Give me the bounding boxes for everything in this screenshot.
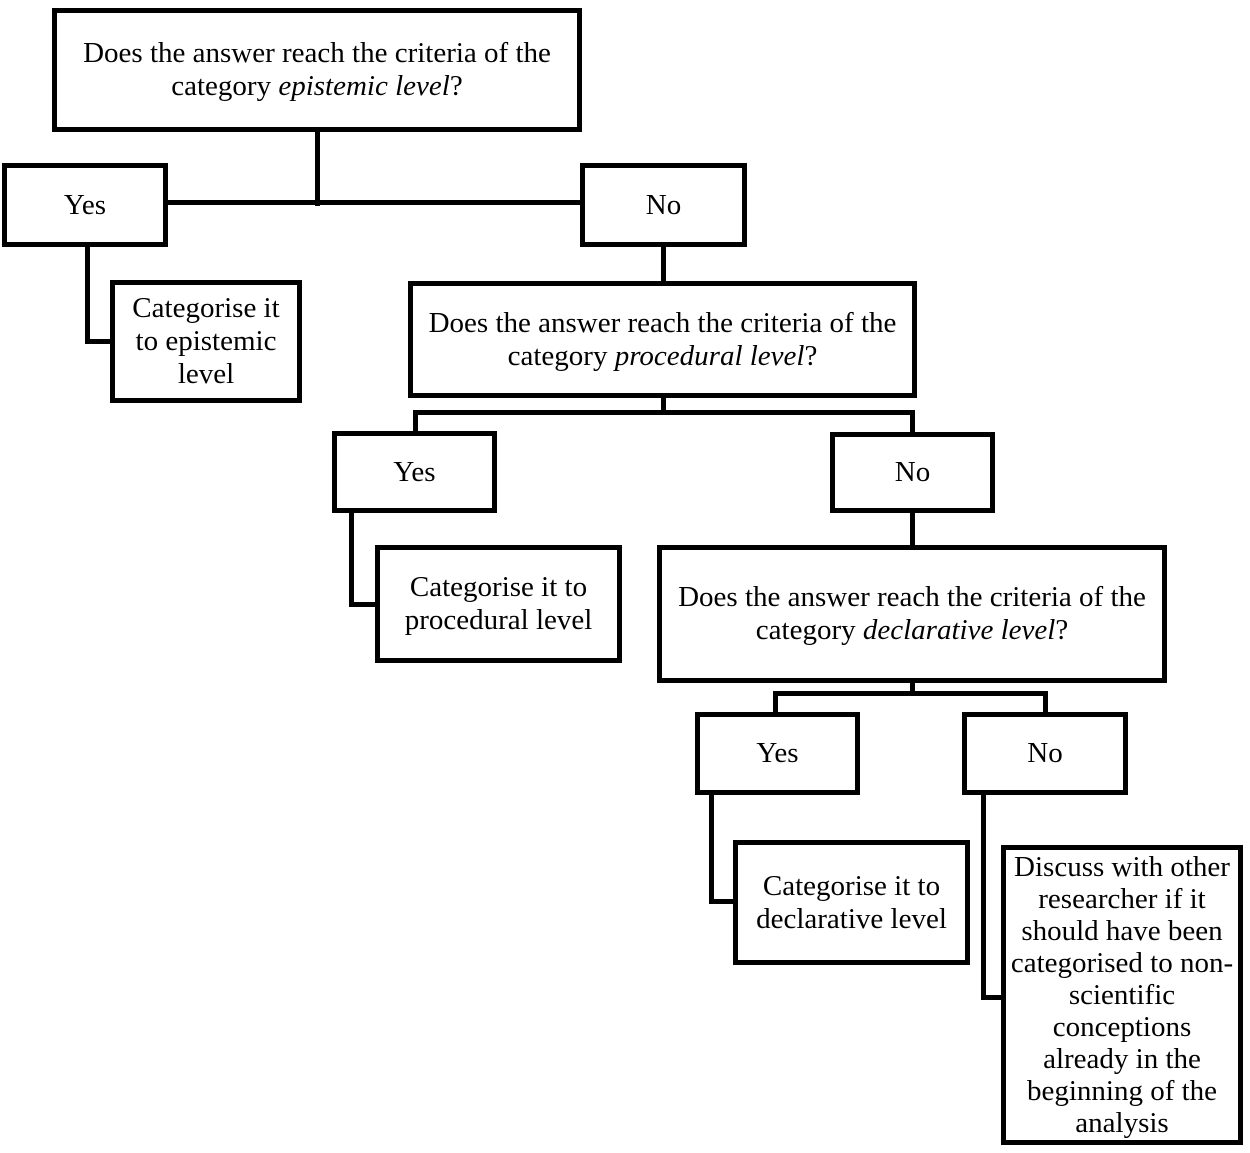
node-categorise-procedural: Categorise it to procedural level [375, 545, 622, 663]
connector-yes1-down [85, 246, 90, 344]
no-label: No [645, 188, 682, 221]
connector-q2-to-yes2 [413, 410, 418, 431]
node-yes-procedural: Yes [332, 431, 497, 513]
connector-no3-elbow [981, 995, 1001, 1000]
node-categorise-declarative: Categorise it to declarative level [733, 840, 970, 965]
connector-q3-stem [910, 681, 915, 694]
connector-no3-down [981, 794, 986, 1000]
categorise-epistemic-text: Categorise it to epistemic level [132, 292, 280, 390]
connector-q1-stem [315, 132, 320, 206]
node-no-declarative: No [962, 712, 1128, 795]
connector-yes3-elbow [709, 899, 733, 904]
discuss-text: Discuss with other researcher if it shou… [1010, 851, 1234, 1139]
node-discuss-non-scientific: Discuss with other researcher if it shou… [1001, 845, 1243, 1145]
connector-q1-branch [167, 200, 580, 205]
procedural-question-text: Does the answer reach the criteria of th… [428, 306, 897, 372]
node-no-epistemic: No [580, 163, 747, 247]
node-declarative-question: Does the answer reach the criteria of th… [657, 545, 1167, 683]
connector-yes2-down [349, 512, 354, 607]
connector-no1-down [661, 246, 666, 281]
categorise-procedural-text: Categorise it to procedural level [404, 571, 593, 636]
connector-yes3-down [709, 794, 714, 904]
node-epistemic-question: Does the answer reach the criteria of th… [52, 8, 582, 132]
node-yes-declarative: Yes [695, 712, 860, 795]
connector-no2-down [910, 512, 915, 545]
categorise-declarative-text: Categorise it to declarative level [756, 869, 947, 935]
yes-label: Yes [393, 455, 436, 488]
connector-q2-stem [661, 396, 666, 415]
node-procedural-question: Does the answer reach the criteria of th… [408, 281, 917, 398]
node-yes-epistemic: Yes [2, 163, 168, 247]
connector-q3-branch [773, 691, 1048, 696]
node-categorise-epistemic: Categorise it to epistemic level [110, 280, 302, 403]
connector-yes1-elbow [85, 339, 110, 344]
node-no-procedural: No [830, 432, 995, 513]
no-label: No [894, 456, 931, 488]
connector-q2-to-no2 [910, 410, 915, 432]
connector-q3-to-yes3 [773, 691, 778, 712]
no-label: No [1027, 737, 1063, 769]
connector-yes2-elbow [349, 602, 375, 607]
declarative-question-text: Does the answer reach the criteria of th… [678, 581, 1146, 646]
connector-q3-to-no3 [1043, 691, 1048, 712]
yes-label: Yes [756, 737, 799, 769]
epistemic-question-text: Does the answer reach the criteria of th… [83, 37, 551, 102]
yes-label: Yes [63, 188, 107, 221]
connector-q2-branch [413, 410, 915, 415]
